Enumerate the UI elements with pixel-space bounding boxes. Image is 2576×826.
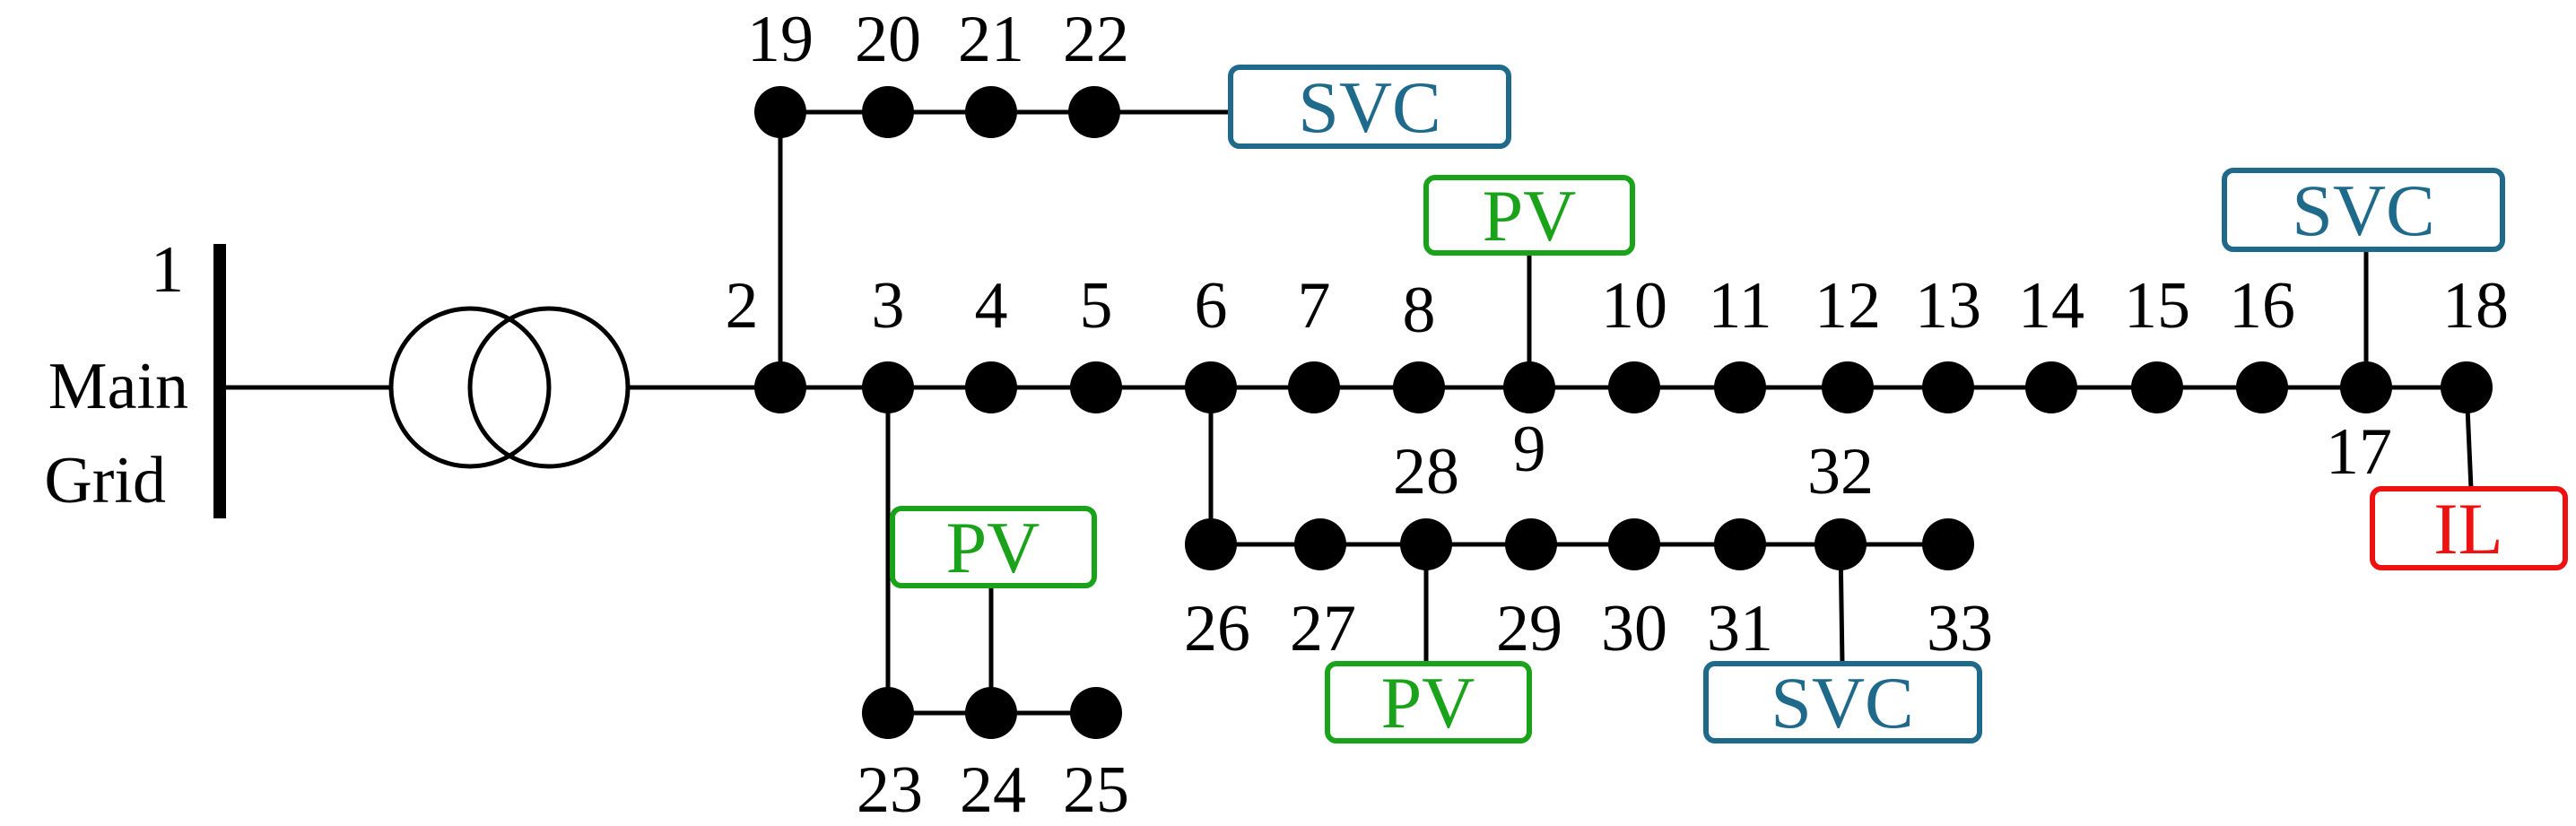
bus-label-22: 22 bbox=[1063, 3, 1129, 76]
device-pv-bus9: PV bbox=[1423, 175, 1635, 256]
bus-node-5 bbox=[1070, 361, 1122, 413]
bus-node-10 bbox=[1608, 361, 1660, 413]
svc-top-label: SVC bbox=[1298, 66, 1441, 148]
bus-node-7 bbox=[1288, 361, 1340, 413]
bus-node-22 bbox=[1068, 86, 1120, 138]
device-il-bus18: IL bbox=[2370, 486, 2568, 570]
bus-label-10: 10 bbox=[1601, 269, 1667, 343]
bus-node-28 bbox=[1400, 518, 1452, 570]
bus-label-4: 4 bbox=[975, 269, 1008, 343]
transformer-icon bbox=[388, 306, 631, 469]
bus-node-11 bbox=[1714, 361, 1766, 413]
bus-label-29: 29 bbox=[1496, 592, 1562, 665]
bus-node-13 bbox=[1922, 361, 1974, 413]
bus-node-4 bbox=[965, 361, 1017, 413]
bus-node-26 bbox=[1185, 518, 1237, 570]
bus-node-20 bbox=[862, 86, 914, 138]
main-grid-label-line2: Grid bbox=[44, 444, 166, 517]
bus-node-29 bbox=[1505, 518, 1557, 570]
bus-label-14: 14 bbox=[2018, 269, 2084, 343]
device-svc-top: SVC bbox=[1228, 65, 1511, 149]
bus-labels: 2 3 4 5 6 7 8 9 10 11 12 13 14 15 16 17 … bbox=[726, 3, 2510, 826]
bus-label-11: 11 bbox=[1708, 269, 1771, 343]
svc-bus17-label: SVC bbox=[2292, 170, 2435, 251]
bus-label-23: 23 bbox=[857, 753, 923, 826]
bus-label-1: 1 bbox=[151, 233, 184, 307]
bus-label-20: 20 bbox=[855, 3, 921, 76]
bus-node-27 bbox=[1294, 518, 1346, 570]
bus-node-31 bbox=[1714, 518, 1766, 570]
device-svc-bus17: SVC bbox=[2222, 168, 2505, 252]
bus-label-5: 5 bbox=[1080, 269, 1113, 343]
device-pv-bus24: PV bbox=[890, 506, 1097, 588]
bus-label-26: 26 bbox=[1184, 592, 1250, 665]
bus-node-30 bbox=[1608, 518, 1660, 570]
bus-label-32: 32 bbox=[1807, 435, 1874, 509]
bus-nodes bbox=[754, 86, 2493, 739]
bus-node-33 bbox=[1922, 518, 1974, 570]
bus-label-3: 3 bbox=[872, 269, 905, 343]
bus-label-30: 30 bbox=[1601, 592, 1667, 665]
bus-node-17 bbox=[2340, 361, 2392, 413]
bus-node-16 bbox=[2236, 361, 2288, 413]
bus-node-2 bbox=[754, 361, 806, 413]
bus-label-31: 31 bbox=[1707, 592, 1773, 665]
bus-node-19 bbox=[754, 86, 806, 138]
bus-label-27: 27 bbox=[1290, 592, 1356, 665]
device-svc-bus32: SVC bbox=[1703, 661, 1982, 743]
bus-node-12 bbox=[1822, 361, 1874, 413]
bus-node-9 bbox=[1503, 361, 1555, 413]
bus-label-15: 15 bbox=[2124, 269, 2190, 343]
bus-label-8: 8 bbox=[1403, 274, 1436, 347]
bus-label-19: 19 bbox=[747, 3, 814, 76]
main-grid-label-line1: Main bbox=[48, 350, 188, 423]
pv-bus9-label: PV bbox=[1483, 175, 1577, 256]
bus-node-6 bbox=[1185, 361, 1237, 413]
bus-label-6: 6 bbox=[1195, 269, 1228, 343]
bus-node-18 bbox=[2441, 361, 2493, 413]
bus-label-16: 16 bbox=[2229, 269, 2295, 343]
pv-bus24-label: PV bbox=[946, 507, 1040, 588]
bus-node-32 bbox=[1815, 518, 1867, 570]
pv-bus28-label: PV bbox=[1381, 662, 1475, 743]
bus-node-21 bbox=[965, 86, 1017, 138]
bus-label-25: 25 bbox=[1063, 753, 1129, 826]
bus-label-2: 2 bbox=[726, 269, 759, 343]
bus-label-28: 28 bbox=[1393, 435, 1459, 509]
bus-node-23 bbox=[862, 687, 914, 739]
bus-label-13: 13 bbox=[1915, 269, 1981, 343]
svc-bus32-label: SVC bbox=[1771, 662, 1914, 743]
bus-label-12: 12 bbox=[1815, 269, 1881, 343]
bus-node-3 bbox=[862, 361, 914, 413]
bus-node-25 bbox=[1070, 687, 1122, 739]
bus-node-14 bbox=[2025, 361, 2077, 413]
bus-label-17: 17 bbox=[2326, 415, 2392, 489]
bus-node-15 bbox=[2131, 361, 2183, 413]
bus-label-9: 9 bbox=[1513, 413, 1546, 486]
bus-node-8 bbox=[1393, 361, 1445, 413]
bus-label-18: 18 bbox=[2442, 269, 2509, 343]
bus-label-33: 33 bbox=[1927, 592, 1993, 665]
bus-node-24 bbox=[965, 687, 1017, 739]
bus-label-24: 24 bbox=[960, 753, 1026, 826]
bus-label-21: 21 bbox=[958, 3, 1024, 76]
device-pv-bus28: PV bbox=[1325, 661, 1532, 743]
il-bus18-label: IL bbox=[2433, 488, 2502, 570]
bus-label-7: 7 bbox=[1298, 269, 1331, 343]
